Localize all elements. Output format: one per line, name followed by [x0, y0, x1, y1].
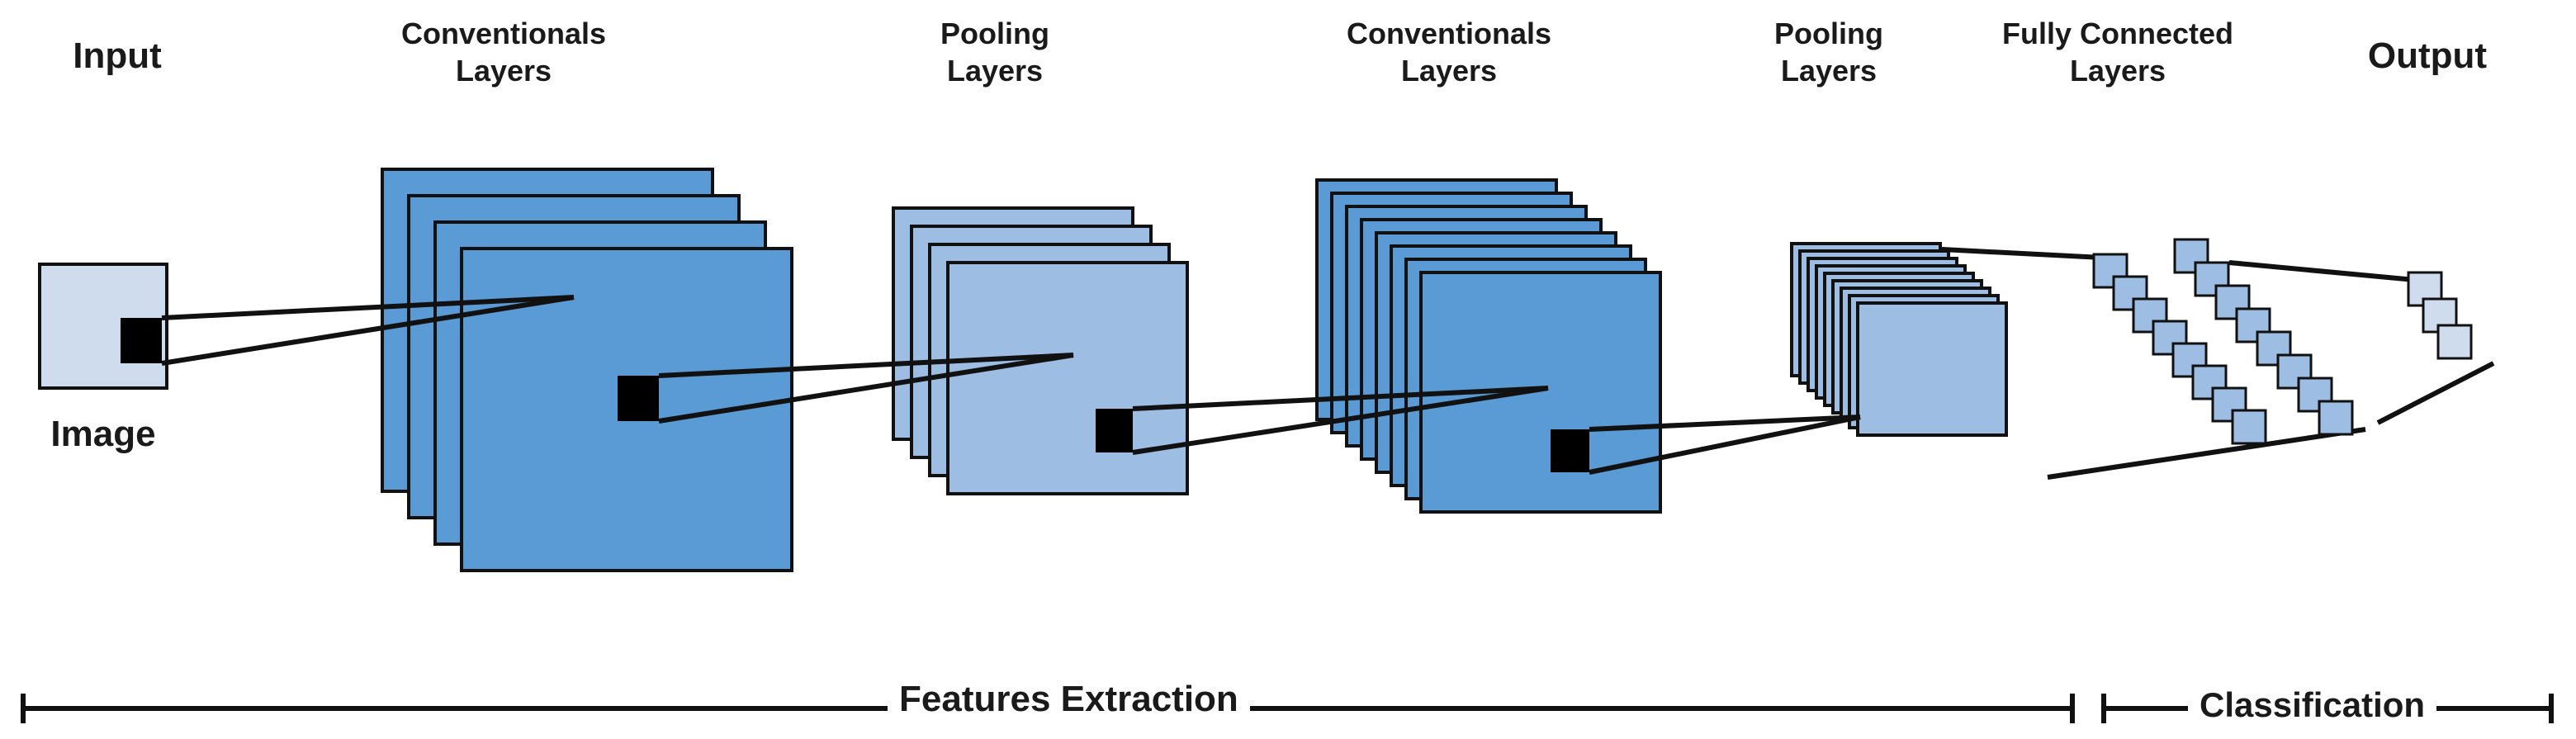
conn-fc-output-top: [2228, 260, 2424, 283]
feature-maps: [38, 168, 2008, 572]
image-label: Image: [50, 414, 156, 454]
phase-bars: [21, 694, 2554, 723]
pool2-label-line1: Pooling: [1774, 17, 1883, 50]
conn-conv1-pool1-bottom: [658, 353, 1074, 424]
fc-label-line2: Layers: [2069, 54, 2166, 88]
conn-input-conv1-bottom: [161, 295, 575, 366]
fc-node-a-5: [2171, 342, 2208, 378]
conv1-label-line2: Layers: [455, 54, 552, 88]
fc-node-b-8: [2318, 400, 2354, 436]
conv1-label: Conventionals Layers: [347, 15, 661, 89]
pool1-label-line1: Pooling: [940, 17, 1049, 50]
fc-label: Fully Connected Layers: [1977, 15, 2258, 89]
classification-label: Classification: [2188, 685, 2437, 725]
fc-label-line1: Fully Connected: [2001, 17, 2234, 50]
pool1-label-line2: Layers: [946, 54, 1044, 88]
kernels: [121, 318, 1589, 472]
connections: [161, 247, 2495, 480]
conv2-label-line2: Layers: [1400, 54, 1498, 88]
conn-conv2-pool2-bottom: [1589, 415, 1861, 475]
conn-pool1-conv2-bottom: [1132, 386, 1549, 455]
conn-conv2-pool2-top: [1589, 415, 1861, 432]
pool2-label: Pooling Layers: [1726, 15, 1932, 89]
output-label: Output: [2367, 36, 2488, 76]
conv2-label: Conventionals Layers: [1292, 15, 1606, 89]
conn-pool1-conv2-top: [1132, 386, 1549, 411]
conv2-label-line1: Conventionals: [1346, 17, 1552, 50]
conn-pool2-fc-top: [1941, 247, 2102, 260]
conn-fc-output-bottom: [2376, 361, 2495, 425]
conn-pool2-fc-bottom: [2047, 427, 2366, 480]
conn-conv1-pool1-top: [658, 353, 1074, 378]
fc-node-a-8: [2231, 409, 2267, 445]
conv1-label-line1: Conventionals: [400, 17, 607, 50]
conn-input-conv1-top: [161, 295, 575, 320]
pool1-kernel: [1096, 409, 1133, 452]
output-node-3: [2436, 324, 2473, 360]
features-extraction-label: Features Extraction: [888, 679, 1250, 720]
input-kernel: [121, 318, 162, 363]
conv1-kernel: [618, 376, 659, 421]
pool2-label-line2: Layers: [1780, 54, 1878, 88]
input-label: Input: [73, 36, 162, 76]
conv2-kernel: [1551, 429, 1589, 472]
pool1-map-4: [946, 261, 1189, 495]
fc-node-a-4: [2152, 320, 2188, 356]
pool2-map-9: [1856, 301, 2008, 437]
fully-connected-nodes: [2092, 238, 2473, 445]
pool1-label: Pooling Layers: [892, 15, 1098, 89]
